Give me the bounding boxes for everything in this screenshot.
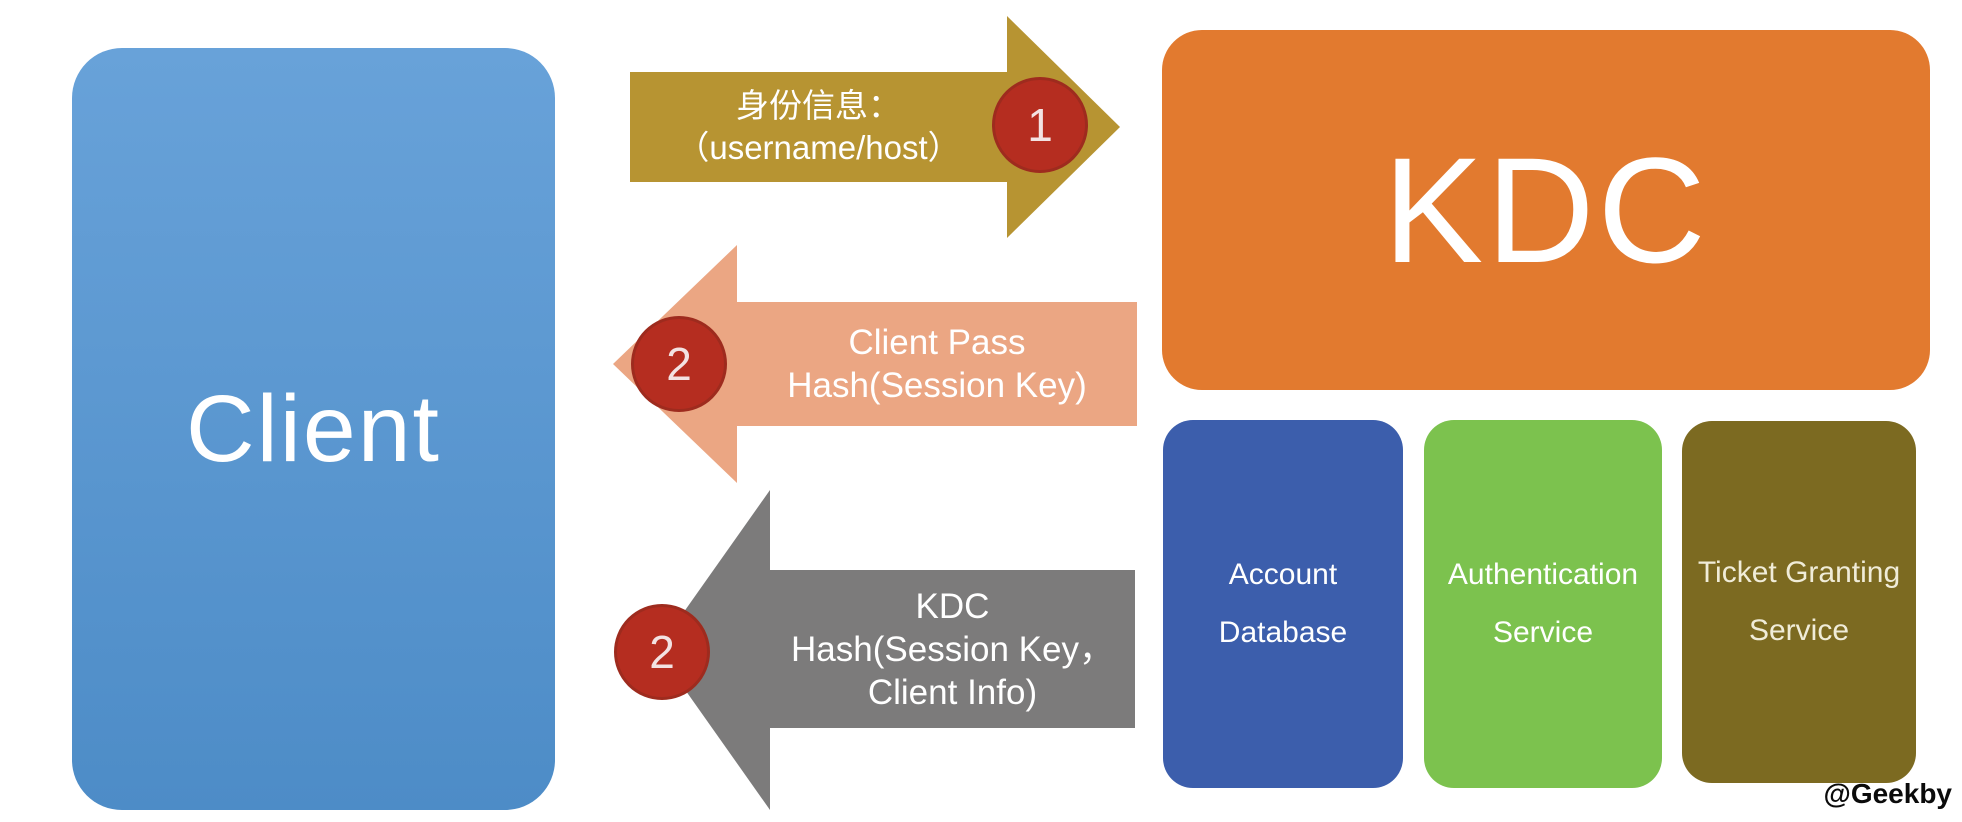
arrow-identity-info-label: 身份信息： （username/host） (676, 85, 960, 169)
arrow-kdc-hash-label: KDC Hash(Session Key， Client Info) (791, 585, 1114, 714)
client-box: Client (72, 48, 555, 810)
account-database-label-line2: Database (1218, 616, 1348, 649)
client-label: Client (186, 375, 441, 482)
arrow-kdc-hash-line2: Hash(Session Key， (791, 629, 1114, 669)
arrow-client-pass-label: Client Pass Hash(Session Key) (787, 321, 1087, 407)
arrow-kdc-hash-line3: Client Info) (867, 672, 1038, 712)
authentication-service-box: Authentication Service (1424, 420, 1662, 788)
arrow-identity-info-body: 身份信息： （username/host） (630, 72, 1007, 182)
arrow-client-pass-line2: Hash(Session Key) (787, 366, 1087, 405)
arrow-kdc-hash-line1: KDC (915, 586, 990, 626)
account-database-label-line1: Account (1228, 558, 1338, 591)
arrow-identity-info-line1: 身份信息： (735, 87, 901, 124)
ticket-granting-service-label-line1: Ticket Granting (1697, 556, 1901, 589)
arrow-identity-info-line2: （username/host） (676, 129, 961, 166)
step-2b-badge-number: 2 (649, 626, 675, 678)
step-2a-badge-number: 2 (666, 338, 692, 390)
step-2a-badge: 2 (631, 316, 727, 412)
step-2b-badge: 2 (614, 604, 710, 700)
kdc-label: KDC (1383, 125, 1709, 294)
step-1-badge-number: 1 (1027, 99, 1053, 151)
ticket-granting-service-label-line2: Service (1748, 614, 1850, 647)
authentication-service-label-line2: Service (1492, 616, 1594, 649)
arrow-client-pass-body: Client Pass Hash(Session Key) (737, 302, 1137, 426)
step-1-badge: 1 (992, 77, 1088, 173)
account-database-box: Account Database (1163, 420, 1403, 788)
ticket-granting-service-box: Ticket Granting Service (1682, 421, 1916, 783)
arrow-client-pass-line1: Client Pass (848, 323, 1026, 362)
kdc-box: KDC (1162, 30, 1930, 390)
watermark-credit: @Geekby (1823, 778, 1952, 809)
authentication-service-label-line1: Authentication (1447, 558, 1639, 591)
arrow-kdc-hash-body: KDC Hash(Session Key， Client Info) (770, 570, 1135, 728)
